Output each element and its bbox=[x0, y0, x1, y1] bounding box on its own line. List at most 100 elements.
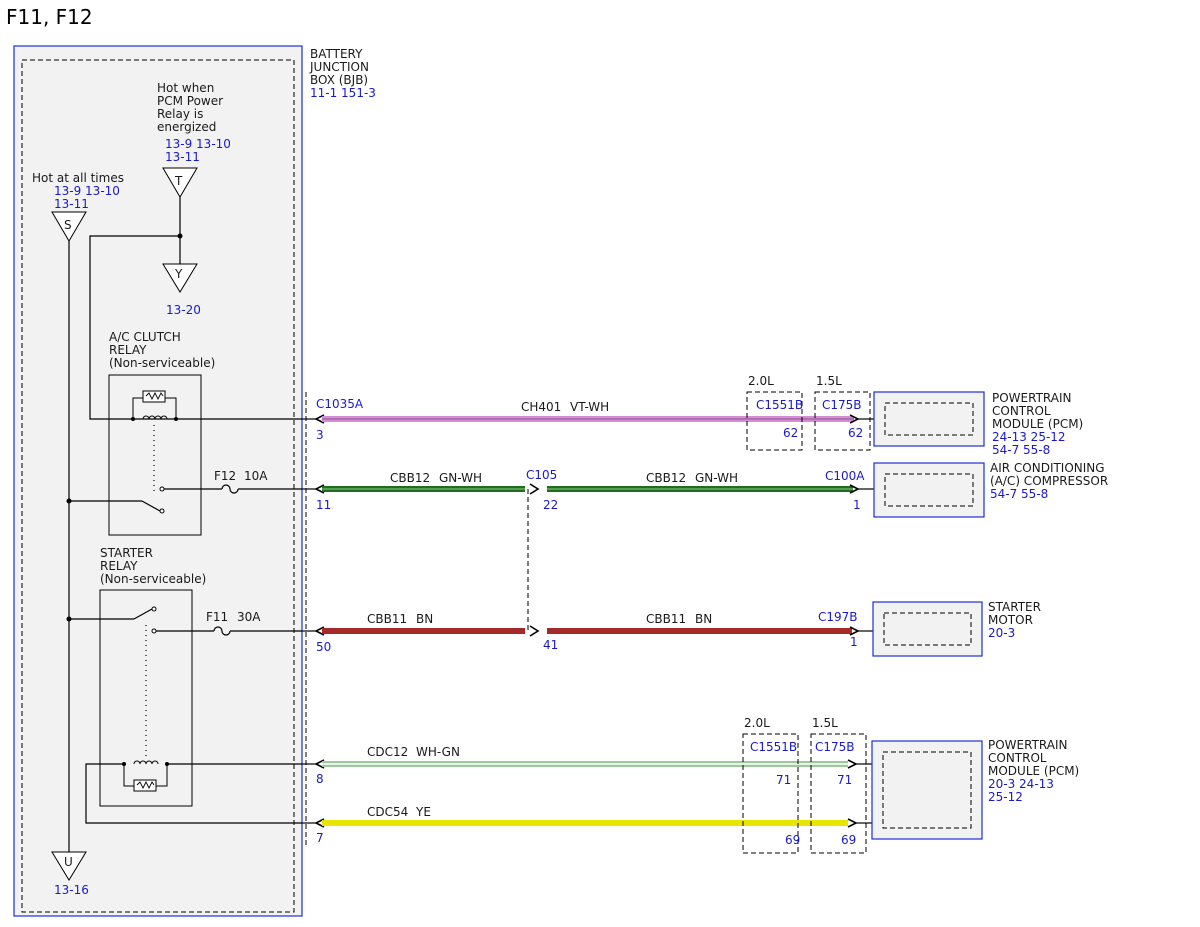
svg-text:S: S bbox=[64, 218, 72, 232]
cdc12-pin-c1551b: 71 bbox=[776, 773, 791, 787]
opt-15l-upper: 1.5L bbox=[816, 374, 842, 388]
cbb11-wire-a[interactable] bbox=[322, 628, 525, 634]
cbb11a-pin-bjb: 50 bbox=[316, 640, 331, 654]
pcm2-line-3: MODULE (PCM) bbox=[988, 764, 1079, 778]
c105-label[interactable]: C105 bbox=[526, 468, 557, 482]
bus-t-symbol: T bbox=[162, 167, 198, 198]
starter-coil-return-wire bbox=[85, 763, 302, 824]
f11-fuse-icon bbox=[213, 626, 231, 636]
f12-fuse-icon bbox=[221, 484, 239, 494]
c175b-upper-label[interactable]: C175B bbox=[822, 398, 862, 412]
cdc54-circuit: CDC54 bbox=[367, 805, 408, 819]
opt-15l-lower: 1.5L bbox=[812, 716, 838, 730]
cbb11b-pin-c197b: 1 bbox=[850, 635, 858, 649]
pcm1-line-2: CONTROL bbox=[992, 404, 1051, 418]
cdc54-pin-c175b: 69 bbox=[841, 833, 856, 847]
bjb-box bbox=[13, 45, 303, 917]
cbb11b-circuit: CBB11 bbox=[646, 612, 686, 626]
starter-motor-ref-1[interactable]: 20-3 bbox=[988, 626, 1015, 640]
c105-arrow-cbb12 bbox=[529, 483, 540, 495]
page-title: F11, F12 bbox=[6, 5, 93, 29]
c1551b-upper-label[interactable]: C1551B bbox=[756, 398, 803, 412]
starter-relay-coil-icon bbox=[122, 760, 169, 792]
svg-text:U: U bbox=[64, 855, 73, 869]
bus-t-ref-2[interactable]: 13-11 bbox=[165, 150, 200, 164]
pcm2-line-2: CONTROL bbox=[988, 751, 1047, 765]
bjb-name-line-1: BATTERY bbox=[310, 47, 363, 61]
c105-arrow-cbb11 bbox=[529, 625, 540, 637]
cdc54-pin-c1551b: 69 bbox=[785, 833, 800, 847]
pcm1-ref-1[interactable]: 24-13 25-12 bbox=[992, 430, 1066, 444]
f11-rating: 30A bbox=[237, 610, 261, 624]
starter-relay-feed-splice bbox=[66, 616, 72, 622]
bus-y-ref[interactable]: 13-20 bbox=[166, 303, 201, 317]
f12-name: F12 bbox=[214, 469, 236, 483]
cbb11a-color: BN bbox=[416, 612, 433, 626]
bus-s-ref-2[interactable]: 13-11 bbox=[54, 197, 89, 211]
opt-20l-upper: 2.0L bbox=[748, 374, 774, 388]
bus-s-ref-1[interactable]: 13-9 13-10 bbox=[54, 184, 120, 198]
bjb-refs[interactable]: 11-1 151-3 bbox=[310, 86, 376, 100]
starter-relay-line-1: STARTER bbox=[100, 546, 153, 560]
c1035a-label[interactable]: C1035A bbox=[316, 397, 364, 411]
ac-comp-box[interactable] bbox=[873, 462, 985, 518]
bus-y-symbol: Y bbox=[162, 263, 198, 293]
bus-u-symbol: U bbox=[51, 851, 87, 881]
svg-text:Y: Y bbox=[174, 267, 183, 281]
pcm1-line-3: MODULE (PCM) bbox=[992, 417, 1083, 431]
cdc54-wire[interactable] bbox=[322, 820, 848, 826]
ac-relay-box bbox=[108, 374, 202, 536]
cdc12-pin-bjb: 8 bbox=[316, 772, 324, 786]
cbb12a-circuit: CBB12 bbox=[390, 471, 430, 485]
bus-t-ref-1[interactable]: 13-9 13-10 bbox=[165, 137, 231, 151]
pcm2-ref-2[interactable]: 25-12 bbox=[988, 790, 1023, 804]
cbb12b-pin-c100a: 1 bbox=[853, 498, 861, 512]
c175b-upper-box bbox=[814, 391, 871, 451]
cdc12-pin-c175b: 71 bbox=[837, 773, 852, 787]
bjb-name-line-2: JUNCTION bbox=[309, 60, 369, 74]
c175b-lower-label[interactable]: C175B bbox=[815, 740, 855, 754]
bus-s-text: Hot at all times bbox=[32, 171, 124, 185]
cbb11b-pin-c105: 41 bbox=[543, 638, 558, 652]
pcm2-box[interactable] bbox=[871, 740, 983, 840]
cdc54-color: YE bbox=[415, 805, 431, 819]
pcm2-line-1: POWERTRAIN bbox=[988, 738, 1068, 752]
ac-comp-ref-1[interactable]: 54-7 55-8 bbox=[990, 487, 1048, 501]
pcm1-box[interactable] bbox=[873, 391, 985, 447]
cdc54-pin-bjb: 7 bbox=[316, 831, 324, 845]
bus-t-to-relay-wire bbox=[89, 235, 302, 420]
bjb-name-line-3: BOX (BJB) bbox=[310, 73, 368, 87]
f12-rating: 10A bbox=[244, 469, 268, 483]
ac-relay-line-2: RELAY bbox=[109, 343, 147, 357]
c197b-label[interactable]: C197B bbox=[818, 610, 858, 624]
starter-motor-inner bbox=[883, 612, 972, 646]
cdc12-color: WH-GN bbox=[416, 745, 460, 759]
opt-20l-lower: 2.0L bbox=[744, 716, 770, 730]
starter-motor-line-1: STARTER bbox=[988, 600, 1041, 614]
c1551b-lower-label[interactable]: C1551B bbox=[750, 740, 797, 754]
starter-relay-box bbox=[99, 589, 193, 807]
pcm1-ref-2[interactable]: 54-7 55-8 bbox=[992, 443, 1050, 457]
pcm2-inner bbox=[882, 751, 972, 829]
ac-comp-inner bbox=[884, 473, 974, 507]
c100a-label[interactable]: C100A bbox=[825, 469, 865, 483]
cdc12-circuit: CDC12 bbox=[367, 745, 408, 759]
pcm1-line-1: POWERTRAIN bbox=[992, 391, 1072, 405]
cbb12a-pin-bjb: 11 bbox=[316, 498, 331, 512]
starter-motor-box[interactable] bbox=[872, 601, 983, 657]
bjb-inner-dashed bbox=[21, 59, 295, 913]
bus-s-symbol: S bbox=[51, 211, 87, 242]
starter-relay-line-2: RELAY bbox=[100, 559, 138, 573]
bus-u-ref[interactable]: 13-16 bbox=[54, 883, 89, 897]
pcm2-ref-1[interactable]: 20-3 24-13 bbox=[988, 777, 1054, 791]
cbb12b-circuit: CBB12 bbox=[646, 471, 686, 485]
ch401-circuit: CH401 bbox=[521, 400, 561, 414]
c175b-lower-box bbox=[810, 733, 867, 854]
pcm1-inner bbox=[884, 402, 974, 436]
ac-relay-line-3: (Non-serviceable) bbox=[109, 356, 215, 370]
ac-comp-line-1: AIR CONDITIONING bbox=[990, 461, 1105, 475]
cbb12a-color: GN-WH bbox=[439, 471, 482, 485]
svg-text:T: T bbox=[174, 174, 183, 188]
cbb11-wire-b[interactable] bbox=[547, 628, 852, 634]
